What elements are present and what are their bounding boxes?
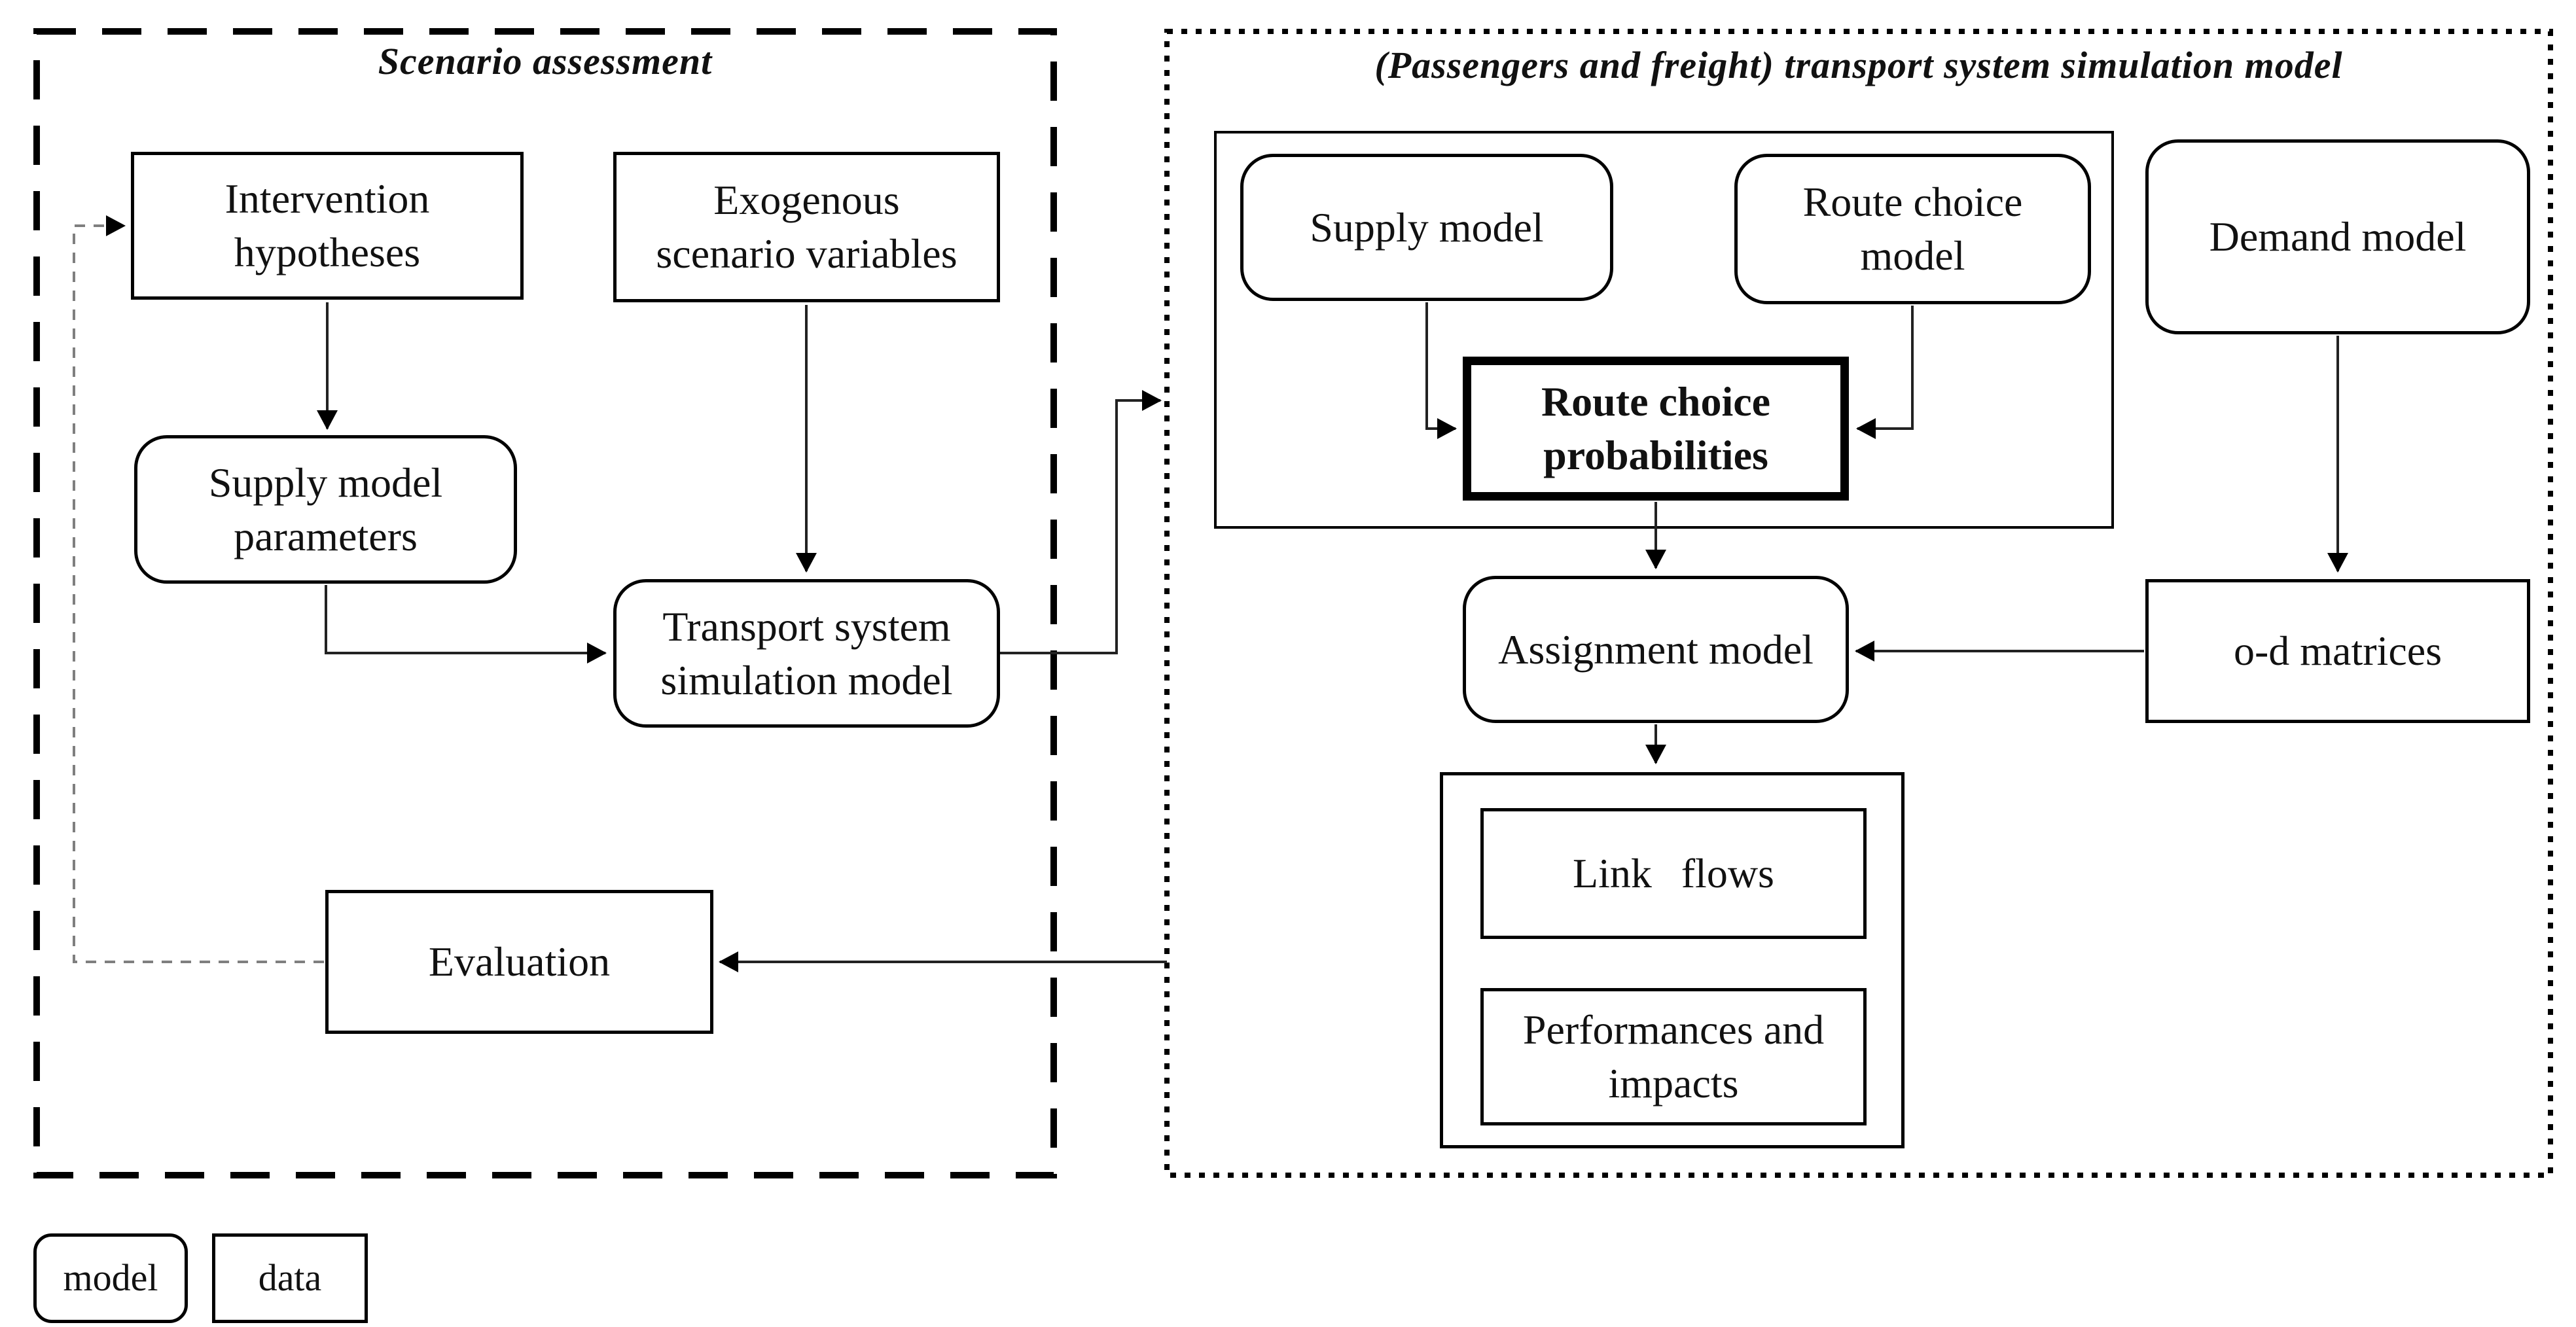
supply-model-parameters-label: Supply model parameters [208,459,443,559]
legend-data-label: data [258,1256,322,1300]
link-flows-box: Link flows [1480,808,1867,939]
arrow-feedback-evaluation-to-intervention [73,215,324,963]
scenario-panel-title: Scenario assessment [378,40,713,82]
arrow-supply-params-to-simulation-model [325,585,607,664]
evaluation-label: Evaluation [428,938,611,985]
performances-impacts-label: Performances and impacts [1522,1006,1825,1106]
intervention-hypotheses-label: Intervention hypotheses [224,175,430,275]
simulation-panel-title: (Passengers and freight) transport syste… [1374,44,2343,86]
performances-impacts-box: Performances and impacts [1480,988,1867,1125]
exogenous-scenario-variables-label: Exogenous scenario variables [656,177,957,277]
supply-model-label: Supply model [1310,203,1544,251]
route-choice-model-label: Route choice model [1802,179,2023,279]
od-matrices-box: o-d matrices [2145,579,2530,723]
demand-model-box: Demand model [2145,139,2530,334]
evaluation-box: Evaluation [325,890,713,1034]
demand-model-label: Demand model [2209,213,2467,260]
intervention-hypotheses-box: Intervention hypotheses [131,152,524,300]
legend-model-box: model [33,1233,188,1323]
od-matrices-label: o-d matrices [2233,628,2442,675]
route-choice-model-box: Route choice model [1734,154,2091,304]
legend-data-box: data [212,1233,368,1323]
supply-model-box: Supply model [1240,154,1613,301]
route-choice-probabilities-box: Route choice probabilities [1463,357,1849,501]
transport-system-simulation-model-label: Transport system simulation model [660,603,953,703]
route-choice-probabilities-label: Route choice probabilities [1541,378,1771,478]
transport-system-simulation-model-box: Transport system simulation model [613,579,1000,728]
arrow-simulation-model-to-simulation-panel [1000,390,1162,654]
assignment-model-box: Assignment model [1463,576,1849,723]
legend-model-label: model [63,1256,158,1300]
exogenous-scenario-variables-box: Exogenous scenario variables [613,152,1000,302]
assignment-model-label: Assignment model [1498,626,1814,673]
link-flows-label: Link flows [1573,850,1774,897]
supply-model-parameters-box: Supply model parameters [134,435,517,584]
